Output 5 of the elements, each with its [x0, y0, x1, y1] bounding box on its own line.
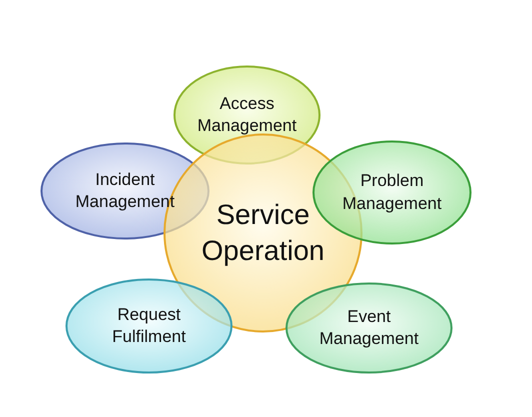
node-label: Event Management — [318, 306, 420, 350]
node-label: Request Fulfilment — [111, 304, 187, 348]
center-label: Service Operation — [200, 198, 326, 268]
node-label: Access Management — [196, 92, 298, 137]
node-label: Problem Management — [341, 170, 443, 214]
